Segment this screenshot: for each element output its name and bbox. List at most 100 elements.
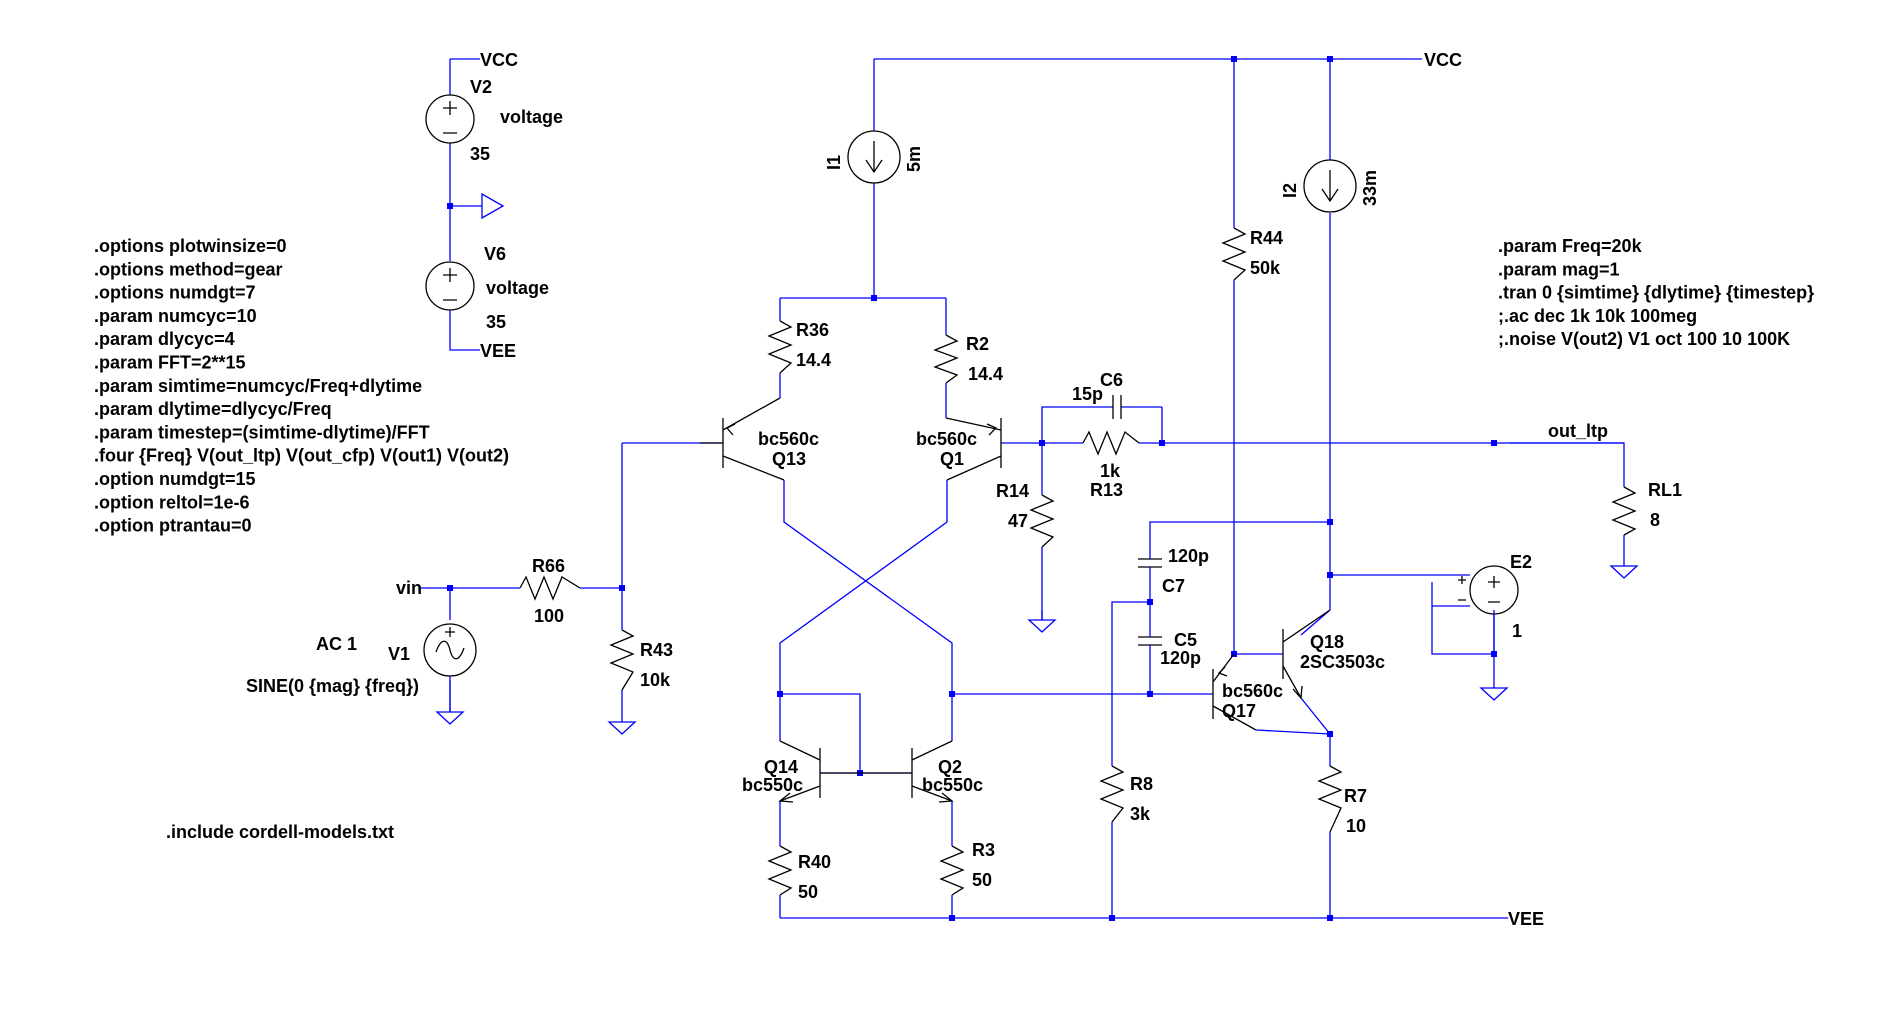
- r36-value: 14.4: [796, 350, 831, 370]
- directive-left-line-3: .param numcyc=10: [94, 306, 257, 326]
- r7-value: 10: [1346, 816, 1366, 836]
- q1-model: bc560c: [916, 429, 977, 449]
- v1-ac: AC 1: [316, 634, 357, 654]
- rl1-value: 8: [1650, 510, 1660, 530]
- c5-value: 120p: [1160, 648, 1201, 668]
- e2-name: E2: [1510, 552, 1532, 572]
- net-label-out-ltp: out_ltp: [1548, 421, 1608, 441]
- r7-name: R7: [1344, 786, 1367, 806]
- r3-value: 50: [972, 870, 992, 890]
- resistor-r13: [1082, 430, 1140, 456]
- ac-source-v1: [423, 623, 477, 677]
- directive-left-line-12: .option ptrantau=0: [94, 516, 252, 536]
- v6-value: 35: [486, 312, 506, 332]
- r2-value: 14.4: [968, 364, 1003, 384]
- wires: [420, 58, 1625, 919]
- v6-type: voltage: [486, 278, 549, 298]
- c6-name: C6: [1100, 370, 1123, 390]
- i2-value: 33m: [1360, 170, 1380, 206]
- r8-value: 3k: [1130, 804, 1151, 824]
- directive-left-line-1: .options method=gear: [94, 259, 283, 279]
- c5-name: C5: [1174, 630, 1197, 650]
- q1-name: Q1: [940, 449, 964, 469]
- rl1-name: RL1: [1648, 480, 1682, 500]
- net-label-vee-right: VEE: [1508, 909, 1544, 929]
- r40-value: 50: [798, 882, 818, 902]
- voltage-source-v2: [425, 94, 475, 144]
- directive-left-line-5: .param FFT=2**15: [94, 353, 246, 373]
- r43-name: R43: [640, 640, 673, 660]
- directive-left-line-10: .option numdgt=15: [94, 469, 256, 489]
- resistor-r7: [1317, 765, 1343, 833]
- q2-model: bc550c: [922, 775, 983, 795]
- r40-name: R40: [798, 852, 831, 872]
- v1-name: V1: [388, 644, 410, 664]
- v6-name: V6: [484, 244, 506, 264]
- r44-value: 50k: [1250, 258, 1281, 278]
- q18-model: 2SC3503c: [1300, 652, 1385, 672]
- r14-name: R14: [996, 481, 1029, 501]
- resistor-rl1: [1611, 486, 1637, 536]
- net-label-vin: vin: [396, 578, 422, 598]
- i1-value: 5m: [904, 146, 924, 172]
- directive-right-line-2: .tran 0 {simtime} {dlytime} {timestep}: [1498, 283, 1814, 303]
- q2-name: Q2: [938, 757, 962, 777]
- capacitor-c7: [1138, 546, 1162, 583]
- directive-right-line-0: .param Freq=20k: [1498, 236, 1643, 256]
- directive-left-line-7: .param dlytime=dlycyc/Freq: [94, 399, 332, 419]
- q18-name: Q18: [1310, 632, 1344, 652]
- q13-name: Q13: [772, 449, 806, 469]
- transistor-q2: [860, 740, 954, 803]
- capacitor-c5: [1138, 629, 1162, 663]
- c7-name: C7: [1162, 576, 1185, 596]
- resistor-r36: [767, 320, 793, 374]
- directive-left-line-0: .options plotwinsize=0: [94, 236, 287, 256]
- vcvs-e2: [1432, 565, 1519, 654]
- v2-value: 35: [470, 144, 490, 164]
- resistor-r14: [1029, 494, 1055, 548]
- current-source-i2: [1303, 159, 1357, 213]
- capacitor-c6: [1095, 395, 1162, 419]
- r8-name: R8: [1130, 774, 1153, 794]
- net-label-vee-left: VEE: [480, 341, 516, 361]
- ground-symbol-supply: [481, 192, 505, 220]
- directive-left-line-11: .option reltol=1e-6: [94, 492, 250, 512]
- r2-name: R2: [966, 334, 989, 354]
- resistor-r2: [933, 334, 959, 384]
- directive-right-line-4: ;.noise V(out2) V1 oct 100 10 100K: [1498, 329, 1790, 349]
- spice-directives-right: .param Freq=20k .param mag=1 .tran 0 {simt…: [1498, 236, 1814, 349]
- r13-value: 1k: [1100, 461, 1121, 481]
- voltage-source-v6: [425, 261, 475, 311]
- directive-right-line-3: ;.ac dec 1k 10k 100meg: [1498, 306, 1697, 326]
- q17-name: Q17: [1222, 701, 1256, 721]
- directive-left-line-2: .options numdgt=7: [94, 283, 256, 303]
- v2-type: voltage: [500, 107, 563, 127]
- transistor-q18: [1282, 609, 1331, 700]
- q17-model: bc560c: [1222, 681, 1283, 701]
- r66-value: 100: [534, 606, 564, 626]
- directive-right-line-1: .param mag=1: [1498, 259, 1620, 279]
- include-directive: .include cordell-models.txt: [166, 822, 394, 842]
- r36-name: R36: [796, 320, 829, 340]
- transistor-q1: [945, 417, 1002, 481]
- directive-left-line-8: .param timestep=(simtime-dlytime)/FFT: [94, 422, 430, 442]
- transistor-q14: [778, 740, 860, 803]
- resistor-r40: [767, 845, 793, 896]
- resistor-r44: [1221, 227, 1247, 281]
- v1-value: SINE(0 {mag} {freq}): [246, 676, 419, 696]
- i1-name: I1: [824, 155, 844, 170]
- q14-name: Q14: [764, 757, 798, 777]
- r43-value: 10k: [640, 670, 671, 690]
- spice-directives-left: .options plotwinsize=0 .options method=ge…: [94, 236, 509, 536]
- r14-value: 47: [1008, 511, 1028, 531]
- i2-name: I2: [1280, 183, 1300, 198]
- r66-name: R66: [532, 556, 565, 576]
- transistor-q17: [1212, 653, 1257, 731]
- current-source-i1: [847, 130, 901, 184]
- directive-left-line-6: .param simtime=numcyc/Freq+dlytime: [94, 376, 422, 396]
- r3-name: R3: [972, 840, 995, 860]
- ground-symbols: [435, 565, 1639, 735]
- resistor-r43: [609, 629, 635, 691]
- directive-left-line-4: .param dlycyc=4: [94, 329, 235, 349]
- resistor-r66: [519, 575, 581, 601]
